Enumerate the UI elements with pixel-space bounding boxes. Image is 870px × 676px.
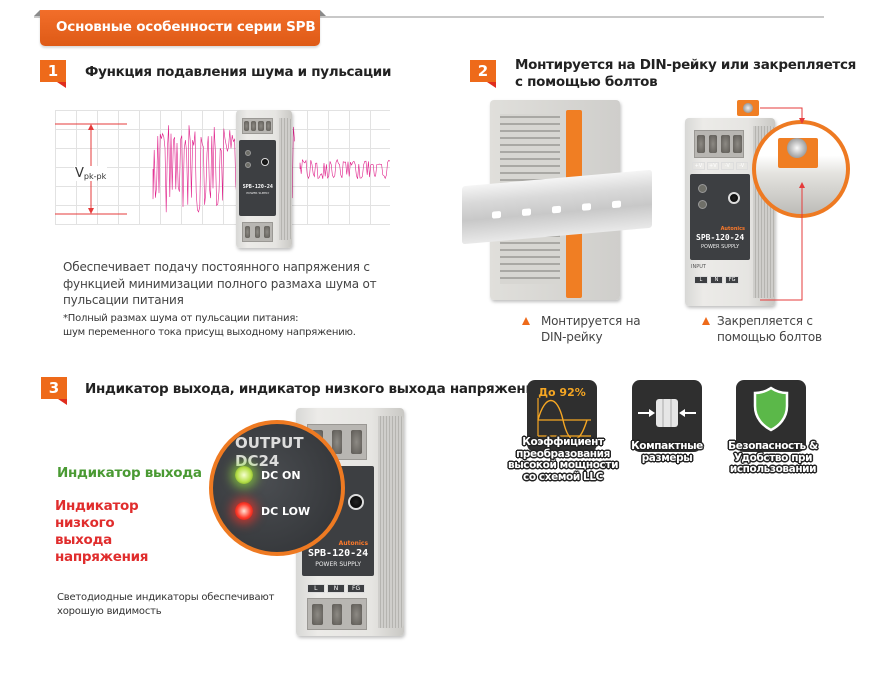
section-3-number: 3 bbox=[41, 377, 67, 405]
efficiency-wave-icon bbox=[537, 398, 591, 438]
page-title: Основные особенности серии SPB bbox=[56, 19, 316, 35]
feature-efficiency: До 92% bbox=[527, 380, 597, 452]
dc-low-led-icon bbox=[235, 502, 253, 520]
note-line: *Полный размах шума от пульсации питания… bbox=[63, 313, 299, 324]
device-2-model: SPB-120-24 bbox=[696, 233, 745, 242]
noise-waveform-grid bbox=[55, 110, 390, 225]
caption-line: использовании bbox=[729, 463, 817, 475]
arrow-down-icon bbox=[799, 118, 805, 124]
indicator-low-line: выхода напряжения bbox=[55, 532, 149, 565]
device-2-subtitle: POWER SUPPLY bbox=[701, 244, 740, 250]
caption-line: Светодиодные индикаторы обеспечивают bbox=[57, 592, 275, 603]
vpk-main: V bbox=[75, 166, 84, 181]
power-supply-image-1: SPB-120-24 POWER SUPPLY bbox=[236, 110, 292, 248]
input-label: L bbox=[306, 584, 325, 593]
caption-line: Удобство при bbox=[733, 451, 813, 464]
input-label: L bbox=[694, 276, 708, 284]
mounting-bracket-top bbox=[737, 100, 759, 116]
output-label: +V bbox=[706, 162, 720, 170]
device-3-subtitle: POWER SUPPLY bbox=[315, 561, 361, 568]
input-label: FG bbox=[347, 584, 366, 593]
indicator-low-line: Индикатор низкого bbox=[55, 498, 139, 531]
bullet-line: DIN-рейку bbox=[541, 330, 603, 344]
description-line: Обеспечивает подачу постоянного напряжен… bbox=[63, 260, 370, 274]
device-1-model: SPB-120-24 bbox=[242, 184, 273, 190]
led-zoom-circle: OUTPUT DC24 DC ON DC LOW bbox=[209, 420, 345, 556]
vpk-label: Vpk-pk bbox=[74, 166, 108, 181]
caption-line: размеры bbox=[641, 451, 693, 464]
indicator-low-label: Индикатор низкого выхода напряжения bbox=[55, 498, 200, 566]
low-ripple-wave bbox=[299, 158, 390, 180]
output-label: +V bbox=[692, 162, 705, 170]
vpk-sub: pk-pk bbox=[83, 172, 107, 181]
caption-line: Компактные bbox=[631, 440, 703, 452]
input-label: N bbox=[709, 276, 724, 284]
bullet-line: Монтируется на bbox=[541, 314, 641, 328]
dc-on-led-icon bbox=[235, 466, 253, 484]
feature-safety bbox=[736, 380, 806, 452]
bullet-line: помощью болтов bbox=[717, 330, 822, 344]
indicator-on-label: Индикатор выхода bbox=[57, 465, 202, 481]
device-3-model: SPB-120-24 bbox=[307, 548, 369, 559]
section-2-title: Монтируется на DIN-рейку или закрепляетс… bbox=[515, 57, 856, 91]
caption-line: высокой мощности bbox=[507, 459, 619, 471]
section-2-title-line: с помощью болтов bbox=[515, 74, 658, 90]
output-label: -V bbox=[735, 162, 748, 170]
arrow-line-bottom bbox=[760, 186, 803, 301]
bolt-closeup-icon bbox=[787, 138, 807, 158]
section-1-title: Функция подавления шума и пульсации bbox=[85, 64, 392, 80]
section-2-title-line: Монтируется на DIN-рейку или закрепляетс… bbox=[515, 57, 857, 73]
input-label: N bbox=[326, 584, 346, 593]
arrow-line-top bbox=[760, 107, 803, 120]
bullet-din-rail: Монтируется на DIN-рейку bbox=[541, 313, 641, 345]
section-3-title: Индикатор выхода, индикатор низкого выхо… bbox=[85, 381, 543, 397]
note-line: шум переменного тока присущ выходному на… bbox=[63, 326, 356, 338]
caption-line: со схемой LLC bbox=[523, 470, 603, 483]
caption-line: преобразования bbox=[516, 447, 610, 460]
zoom-output-text: OUTPUT DC24 bbox=[235, 434, 304, 470]
description-line: пульсации питания bbox=[63, 293, 184, 307]
output-label: -V bbox=[721, 162, 734, 170]
section-3-caption: Светодиодные индикаторы обеспечивают хор… bbox=[57, 591, 274, 619]
section-2-number: 2 bbox=[470, 60, 496, 88]
header-tab: Основные особенности серии SPB bbox=[34, 10, 326, 46]
header-divider bbox=[34, 16, 824, 18]
vpk-arrow-down-icon bbox=[88, 208, 94, 214]
bolt-icon bbox=[743, 103, 753, 113]
dc-on-label: DC ON bbox=[261, 469, 301, 482]
shield-icon bbox=[753, 386, 789, 432]
device-2-input-title: INPUT bbox=[691, 264, 706, 270]
bolt-arrows bbox=[760, 107, 805, 301]
feature-compact bbox=[632, 380, 702, 452]
arrow-up-icon bbox=[799, 182, 805, 188]
bolt-zoom-circle bbox=[752, 120, 850, 218]
compact-size-icon bbox=[638, 399, 696, 427]
feature-efficiency-caption: Коэффициент преобразования высокой мощно… bbox=[504, 436, 622, 483]
device-1-subtitle: POWER SUPPLY bbox=[246, 191, 270, 195]
feature-safety-caption: Безопасность & Удобство при использовани… bbox=[718, 440, 828, 476]
din-clip-top bbox=[566, 110, 582, 180]
caption-line: Безопасность & bbox=[728, 440, 818, 452]
device-2-brand: Autonics bbox=[720, 226, 746, 232]
caption-line: хорошую видимость bbox=[57, 606, 162, 617]
dc-low-label: DC LOW bbox=[261, 505, 311, 518]
input-label: FG bbox=[725, 276, 740, 284]
bullet-triangle-icon bbox=[522, 317, 530, 325]
caption-line: Коэффициент bbox=[522, 436, 604, 448]
section-1-description: Обеспечивает подачу постоянного напряжен… bbox=[63, 259, 377, 309]
section-1-note: *Полный размах шума от пульсации питания… bbox=[63, 312, 356, 339]
power-supply-image-3: Autonics SPB-120-24 POWER SUPPLY L N FG bbox=[296, 408, 404, 636]
efficiency-value: До 92% bbox=[538, 386, 586, 399]
section-1-number: 1 bbox=[40, 60, 66, 88]
feature-compact-caption: Компактные размеры bbox=[617, 440, 717, 464]
bullet-line: Закрепляется с bbox=[717, 314, 813, 328]
bullet-triangle-icon bbox=[702, 317, 710, 325]
device-3-brand: Autonics bbox=[338, 540, 369, 547]
bullet-bolt-mount: Закрепляется с помощью болтов bbox=[717, 313, 822, 345]
vpk-arrow-up-icon bbox=[88, 124, 94, 130]
din-clip-bottom bbox=[566, 228, 582, 298]
description-line: функцией минимизации полного размаха шум… bbox=[63, 276, 377, 291]
